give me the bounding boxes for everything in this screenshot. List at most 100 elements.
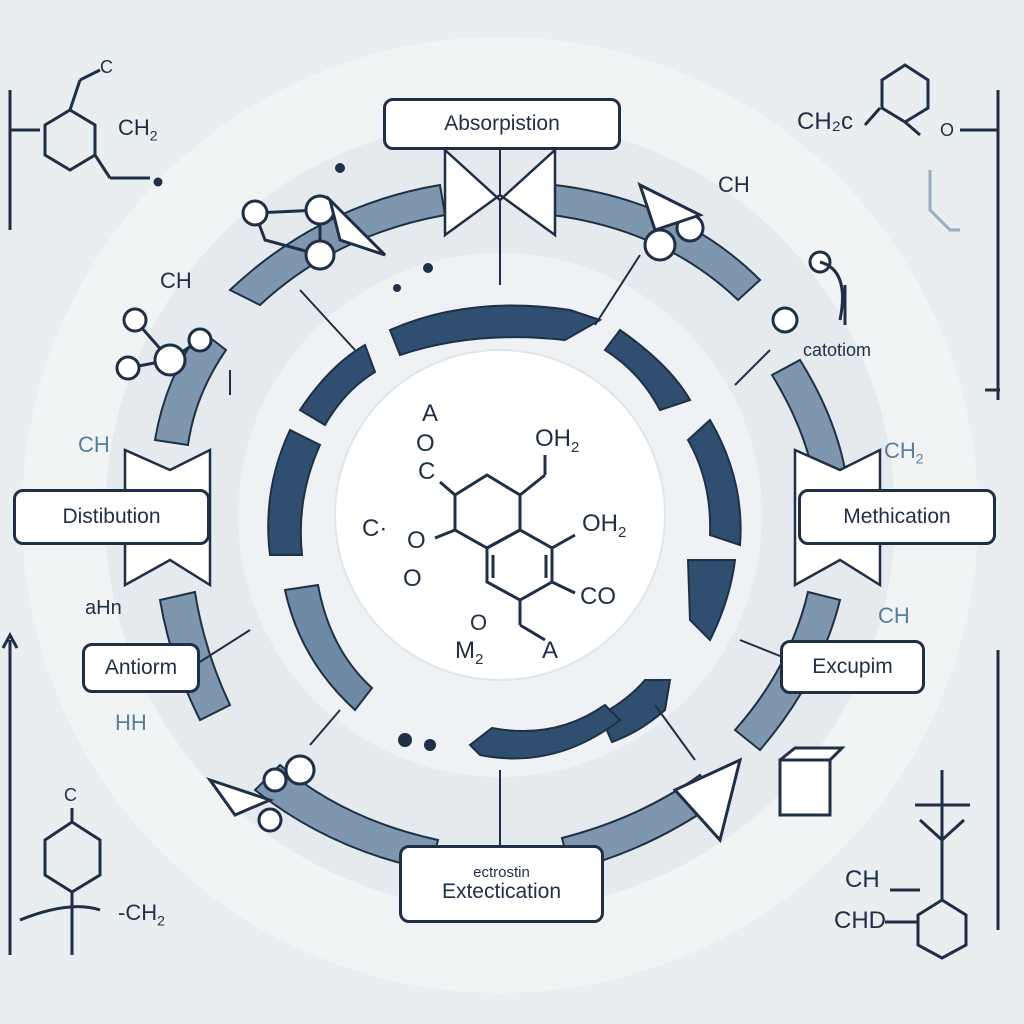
corner-tr-faint [928, 170, 960, 232]
center-c-top: C [418, 458, 436, 485]
outer-arrow-bottom-right [560, 773, 722, 872]
oh-sub: 2 [571, 438, 580, 456]
corner-bl-ch2: -CH2 [118, 900, 165, 928]
inner-arrow-right [686, 418, 742, 547]
center-o-left-bottom: O [403, 565, 422, 592]
corner-structures [1, 63, 1000, 960]
ch-sub: 2 [915, 450, 924, 467]
center-molecule-rings [434, 455, 576, 642]
bond [551, 533, 576, 550]
outer-arrow-top-left [228, 183, 447, 307]
center-oh2-mid: OH2 [582, 510, 626, 541]
mol-right-bonds [819, 260, 847, 325]
center-m2: M2 [455, 637, 483, 668]
atom [122, 307, 148, 333]
stage-catotiom: catotiom [803, 340, 872, 360]
bond [68, 79, 82, 111]
ch-text: CH [118, 115, 150, 140]
corner-tr-ch2c: CH₂c [797, 108, 853, 135]
inner-arrow-top-right [603, 328, 692, 412]
mol-bottomright-arrowhead [672, 757, 743, 844]
outer-cycle-arrows [153, 183, 852, 872]
inner-arrow-left [267, 428, 322, 556]
dot [335, 163, 345, 173]
dot [153, 177, 163, 187]
center-c-left: C· [362, 515, 388, 542]
m-text: M [455, 637, 475, 664]
ring-ch-upper-left: CH [160, 268, 192, 293]
atom [284, 754, 316, 786]
small-dots [335, 163, 436, 751]
dot [398, 733, 412, 747]
dot [423, 263, 433, 273]
stage-extectication: ectrostin Extectication [399, 845, 604, 923]
center-a-top: A [422, 400, 439, 427]
bond [551, 580, 576, 595]
ch-text: CH [884, 438, 916, 463]
stage-extectication-label: Extectication [441, 879, 562, 903]
mol-bottomleft-arrowhead [206, 777, 275, 817]
corner-br-fork [918, 818, 966, 843]
m-sub: 2 [475, 650, 484, 668]
atom [262, 767, 288, 793]
connector [654, 704, 696, 761]
corner-tr-o: O [940, 120, 955, 140]
ring-ch-right: CH [878, 603, 910, 628]
connector [194, 629, 251, 666]
center-o-bottom: O [470, 610, 488, 635]
inner-arrow-left-lower [283, 583, 374, 712]
atom [304, 239, 336, 271]
oh-sub: 2 [618, 523, 627, 541]
ring-ch-upper-right: CH [718, 172, 750, 197]
inner-arrow-bottom [468, 703, 622, 760]
stage-antiorm: Antiorm [82, 643, 200, 693]
bond [79, 68, 101, 82]
connector [734, 349, 771, 386]
corner-bl-curve [19, 905, 101, 922]
outer-arrow-left [153, 328, 228, 447]
dot [393, 284, 401, 292]
ch-sub: 2 [149, 127, 158, 144]
center-oh2-top: OH2 [535, 425, 579, 456]
bond [519, 623, 546, 642]
atom [241, 199, 269, 227]
mol-topright-arrowhead [637, 182, 704, 232]
bond [904, 120, 921, 137]
corner-hexagon-br [916, 898, 968, 960]
dot [424, 739, 436, 751]
atom [115, 355, 141, 381]
oh-text: OH [535, 425, 571, 452]
inner-arrow-top [388, 304, 603, 357]
ring-hh: HH [115, 710, 147, 735]
corner-hexagon-bl [43, 820, 102, 894]
stage-absorption: Absorpistion [383, 98, 621, 150]
atom [187, 327, 213, 353]
mol-topleft-arrowhead [327, 195, 387, 257]
connector [309, 709, 341, 746]
center-a-bottom: A [542, 637, 559, 664]
connector [299, 289, 356, 351]
stage-distribution: Distibution [13, 489, 210, 545]
atom [643, 228, 677, 262]
stage-excupim: Excupim [780, 640, 925, 694]
center-o-left: O [407, 527, 426, 554]
corner-bl-arrowhead [1, 631, 19, 649]
inner-arrow-upper-left [298, 343, 377, 427]
ring-ahn: aHn [85, 597, 122, 619]
stage-extectication-sub: ectrostin [473, 864, 530, 882]
center-disc [334, 349, 666, 681]
ring-molecules [115, 182, 847, 844]
ch-sub: 2 [157, 912, 165, 929]
bond [863, 107, 882, 126]
bowtie-top [443, 147, 557, 238]
inner-arrow-right-lower [686, 559, 737, 642]
oh-text: OH [582, 510, 618, 537]
corner-br-chd: CHD [834, 907, 886, 934]
bond [434, 528, 456, 540]
connector-lines [194, 254, 791, 761]
corner-hexagon-tl [43, 108, 97, 172]
center-co: CO [580, 583, 616, 610]
center-o-top: O [416, 430, 435, 457]
bond [439, 480, 456, 497]
